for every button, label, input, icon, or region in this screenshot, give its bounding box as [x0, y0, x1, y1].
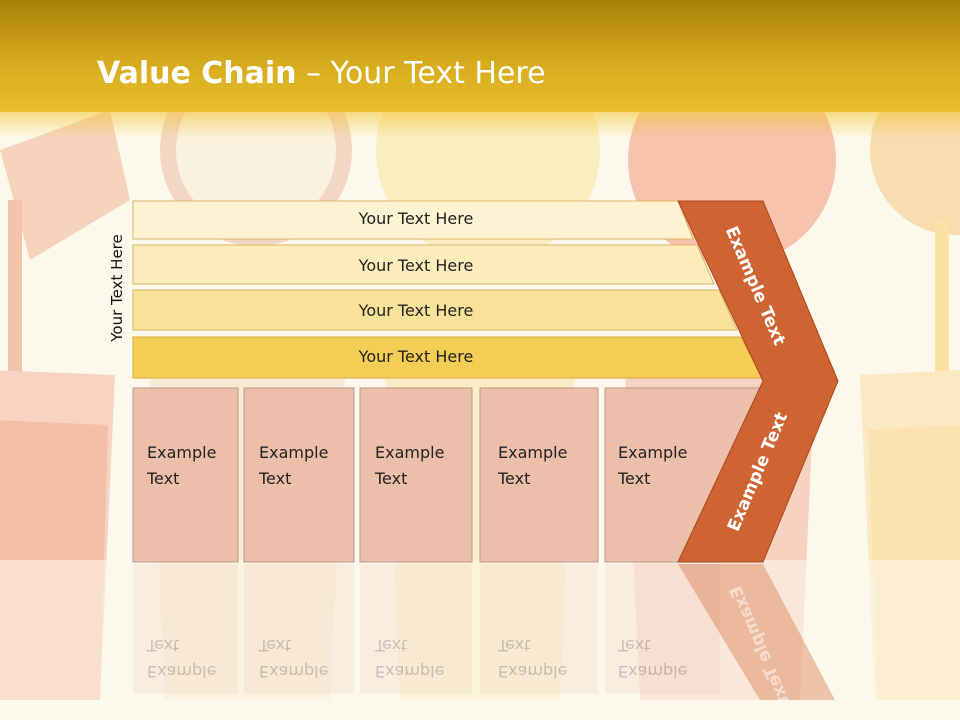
- row-1-label: Your Text Here: [358, 209, 474, 228]
- row-2-shape: [132, 244, 715, 285]
- box-reflection: [133, 564, 720, 694]
- box-2-shape: [243, 387, 355, 563]
- box-3-shape: [359, 387, 473, 563]
- box-4-shape: [479, 387, 599, 563]
- arrow-reflection: [678, 564, 835, 700]
- row-4-label: Your Text Here: [358, 347, 474, 366]
- row-3-label: Your Text Here: [358, 301, 474, 320]
- row-1-shape: [132, 200, 694, 240]
- title-bold: Value Chain: [97, 56, 297, 91]
- row-2-label: Your Text Here: [358, 256, 474, 275]
- row-3-shape: [132, 289, 738, 331]
- title-bar: [0, 0, 960, 112]
- title-rest: – Your Text Here: [296, 56, 546, 91]
- chevron-arrow: [677, 200, 839, 563]
- title-bar-fade: [0, 112, 960, 138]
- slide-title: Value Chain – Your Text Here: [97, 54, 546, 94]
- box-1-shape: [132, 387, 239, 563]
